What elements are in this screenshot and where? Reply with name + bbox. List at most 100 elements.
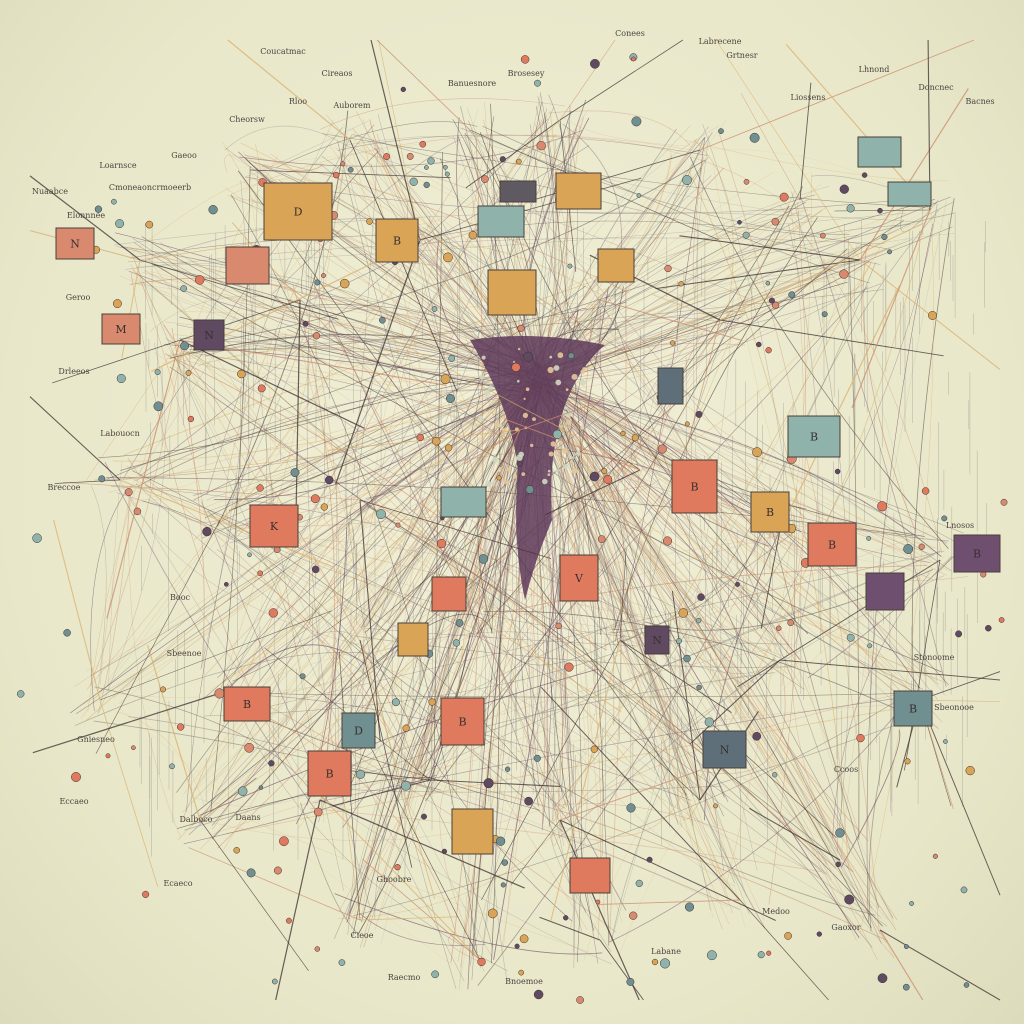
node	[311, 565, 320, 574]
node	[757, 951, 765, 959]
web-edge	[191, 248, 848, 817]
web-edge	[346, 367, 538, 923]
web-edge	[662, 326, 715, 498]
box-node	[657, 367, 684, 405]
edge	[335, 239, 421, 485]
web-edge	[345, 145, 748, 299]
node	[856, 733, 865, 743]
node	[704, 717, 714, 727]
node	[98, 475, 106, 483]
web-edge	[529, 124, 694, 797]
node	[299, 673, 306, 680]
web-edge	[692, 156, 704, 299]
node-label: Gniesneo	[77, 735, 115, 744]
node	[706, 950, 717, 961]
web-edge	[471, 605, 494, 639]
edge-layer	[29, 39, 1001, 1001]
web-edge	[548, 381, 798, 503]
edge	[368, 742, 481, 961]
web-edge	[176, 376, 527, 793]
edge	[739, 899, 829, 1001]
web-edge	[131, 253, 465, 982]
node-label: Elonnnee	[67, 211, 105, 220]
web-edge	[127, 490, 182, 839]
box-node	[857, 136, 902, 168]
node	[657, 444, 667, 454]
web-edge	[553, 262, 876, 807]
edge	[736, 559, 941, 688]
web-edge	[832, 572, 930, 839]
box-node: N	[193, 319, 225, 351]
web-edge	[364, 220, 905, 633]
edge	[550, 639, 621, 921]
node	[664, 264, 672, 273]
node	[735, 581, 740, 587]
node	[626, 803, 636, 813]
web-edge	[209, 364, 531, 527]
web-edge	[153, 263, 942, 673]
web-edge	[530, 374, 723, 875]
box-node: N	[55, 227, 95, 260]
trunk-dot	[580, 369, 585, 375]
trunk-dot	[555, 379, 562, 386]
web-edge	[537, 365, 869, 841]
node	[877, 207, 883, 214]
web-edge	[305, 308, 339, 778]
node	[131, 745, 136, 751]
web-edge	[685, 139, 948, 182]
box-node-rect	[397, 622, 429, 657]
web-edge	[211, 392, 543, 840]
node	[423, 181, 430, 189]
edge	[29, 396, 121, 481]
node	[440, 374, 451, 385]
web-edge	[276, 121, 478, 168]
edge	[147, 644, 201, 821]
node	[943, 739, 948, 744]
edge	[63, 482, 361, 501]
node	[626, 977, 635, 986]
web-edge	[98, 285, 586, 458]
web-edge	[549, 777, 690, 837]
box-node-rect	[887, 181, 932, 207]
web-edge	[126, 367, 535, 688]
edge	[464, 429, 521, 465]
web-edge	[340, 631, 493, 949]
box-node-rect	[597, 248, 635, 283]
node	[268, 760, 275, 767]
web-edge	[368, 504, 848, 862]
trunk-dot	[484, 390, 491, 396]
web-edge	[366, 628, 638, 647]
node	[332, 171, 340, 179]
node	[314, 946, 321, 952]
web-edge	[868, 699, 900, 932]
edge	[599, 939, 644, 1001]
web-edge	[527, 391, 712, 886]
node	[409, 177, 418, 186]
node	[394, 864, 401, 871]
web-edge	[450, 137, 483, 963]
node	[268, 608, 278, 618]
node	[321, 273, 326, 278]
node	[312, 332, 321, 340]
node	[590, 745, 598, 753]
node	[194, 275, 205, 285]
box-node-rect	[375, 218, 419, 263]
node	[631, 434, 639, 442]
web-edge	[505, 420, 937, 534]
web-edge	[352, 641, 876, 916]
trunk-dot	[571, 456, 575, 459]
node-label: Sbeonooe	[934, 703, 974, 712]
node-label: Lhnond	[859, 65, 890, 74]
box-node-glyph: D	[294, 206, 303, 219]
web-edge	[184, 289, 884, 354]
node	[816, 931, 822, 937]
node	[766, 950, 772, 956]
node	[909, 901, 915, 906]
web-edge	[87, 155, 279, 712]
box-node	[555, 172, 602, 210]
web-edge	[358, 364, 530, 658]
node	[839, 269, 849, 279]
node	[436, 538, 447, 549]
node	[533, 989, 544, 1000]
web-edge	[115, 232, 538, 383]
